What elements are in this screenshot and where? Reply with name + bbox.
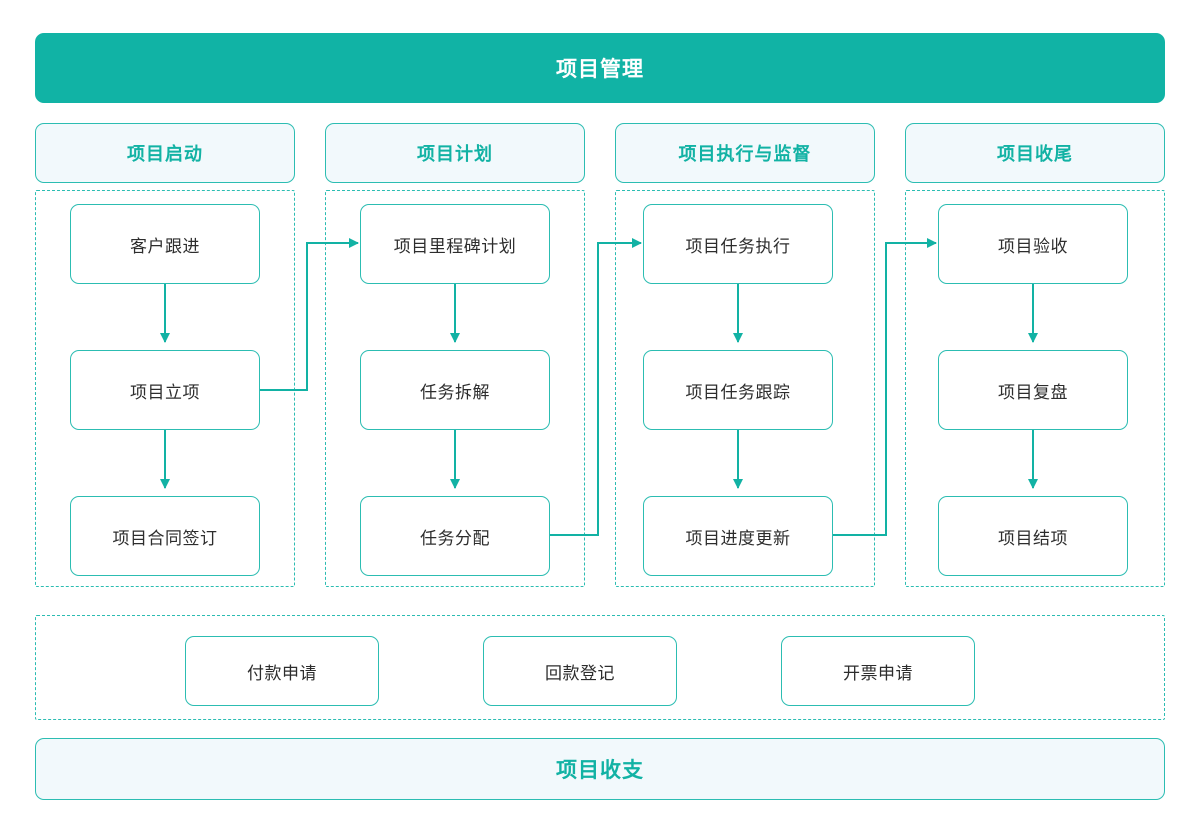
node-huikuandengji[interactable]: 回款登记 [483, 636, 677, 706]
node-xiangmulixiang[interactable]: 项目立项 [70, 350, 260, 430]
node-fukuanshenqing[interactable]: 付款申请 [185, 636, 379, 706]
node-jindugengxin[interactable]: 项目进度更新 [643, 496, 833, 576]
node-renwugenzong[interactable]: 项目任务跟踪 [643, 350, 833, 430]
title-banner: 项目管理 [35, 33, 1165, 103]
node-hetongqianding[interactable]: 项目合同签订 [70, 496, 260, 576]
phase-header-initiation[interactable]: 项目启动 [35, 123, 295, 183]
phase-header-execution[interactable]: 项目执行与监督 [615, 123, 875, 183]
phase-header-planning[interactable]: 项目计划 [325, 123, 585, 183]
node-renwuchaijie[interactable]: 任务拆解 [360, 350, 550, 430]
lane-finance [35, 615, 1165, 720]
footer-banner: 项目收支 [35, 738, 1165, 800]
node-kaipiaoshenqing[interactable]: 开票申请 [781, 636, 975, 706]
node-renwuzhixing[interactable]: 项目任务执行 [643, 204, 833, 284]
node-xiangmufupan[interactable]: 项目复盘 [938, 350, 1128, 430]
node-kehugenjin[interactable]: 客户跟进 [70, 204, 260, 284]
node-xiangmuyanshou[interactable]: 项目验收 [938, 204, 1128, 284]
phase-header-closing[interactable]: 项目收尾 [905, 123, 1165, 183]
node-xiangmujiexiang[interactable]: 项目结项 [938, 496, 1128, 576]
node-lichengbeijihua[interactable]: 项目里程碑计划 [360, 204, 550, 284]
node-renwufenpei[interactable]: 任务分配 [360, 496, 550, 576]
